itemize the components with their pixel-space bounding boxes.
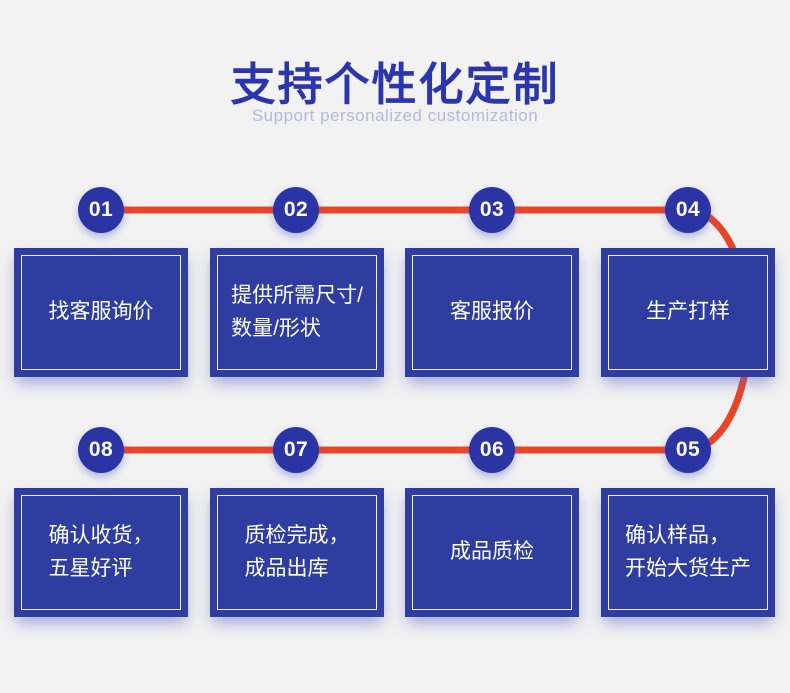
step-number-badge-5: 05 [665,427,711,473]
step-box-2: 提供所需尺寸/ 数量/形状 [210,248,384,377]
step-number: 04 [675,198,701,221]
step-label: 确认样品， 开始大货生产 [625,523,751,580]
step-box-3: 客服报价 [405,248,579,377]
step-label: 质检完成， 成品出库 [244,523,350,580]
step-box-6: 成品质检 [405,488,579,617]
step-number-badge-8: 08 [78,427,124,473]
step-box-1: 找客服询价 [14,248,188,377]
step-box-8: 确认收货， 五星好评 [14,488,188,617]
step-number-badge-1: 01 [78,187,124,233]
step-number: 08 [88,438,114,461]
step-number: 02 [283,198,309,221]
step-label: 客服报价 [450,300,534,324]
step-number: 03 [479,198,505,221]
step-number: 05 [675,438,701,461]
step-number: 06 [479,438,505,461]
step-label: 生产打样 [646,300,730,324]
step-number-badge-7: 07 [273,427,319,473]
step-number-badge-3: 03 [469,187,515,233]
step-label: 找客服询价 [48,300,154,324]
step-label: 确认收货， 五星好评 [48,523,154,580]
step-number-badge-6: 06 [469,427,515,473]
step-box-4: 生产打样 [601,248,775,377]
step-number-badge-2: 02 [273,187,319,233]
step-number: 07 [283,438,309,461]
step-box-7: 质检完成， 成品出库 [210,488,384,617]
step-box-5: 确认样品， 开始大货生产 [601,488,775,617]
page-title: 支持个性化定制 [230,59,560,110]
step-label: 提供所需尺寸/ 数量/形状 [231,283,363,340]
page-subtitle: Support personalized customization [251,106,539,125]
step-number-badge-4: 04 [665,187,711,233]
step-number: 01 [88,198,114,221]
step-label: 成品质检 [450,540,534,564]
